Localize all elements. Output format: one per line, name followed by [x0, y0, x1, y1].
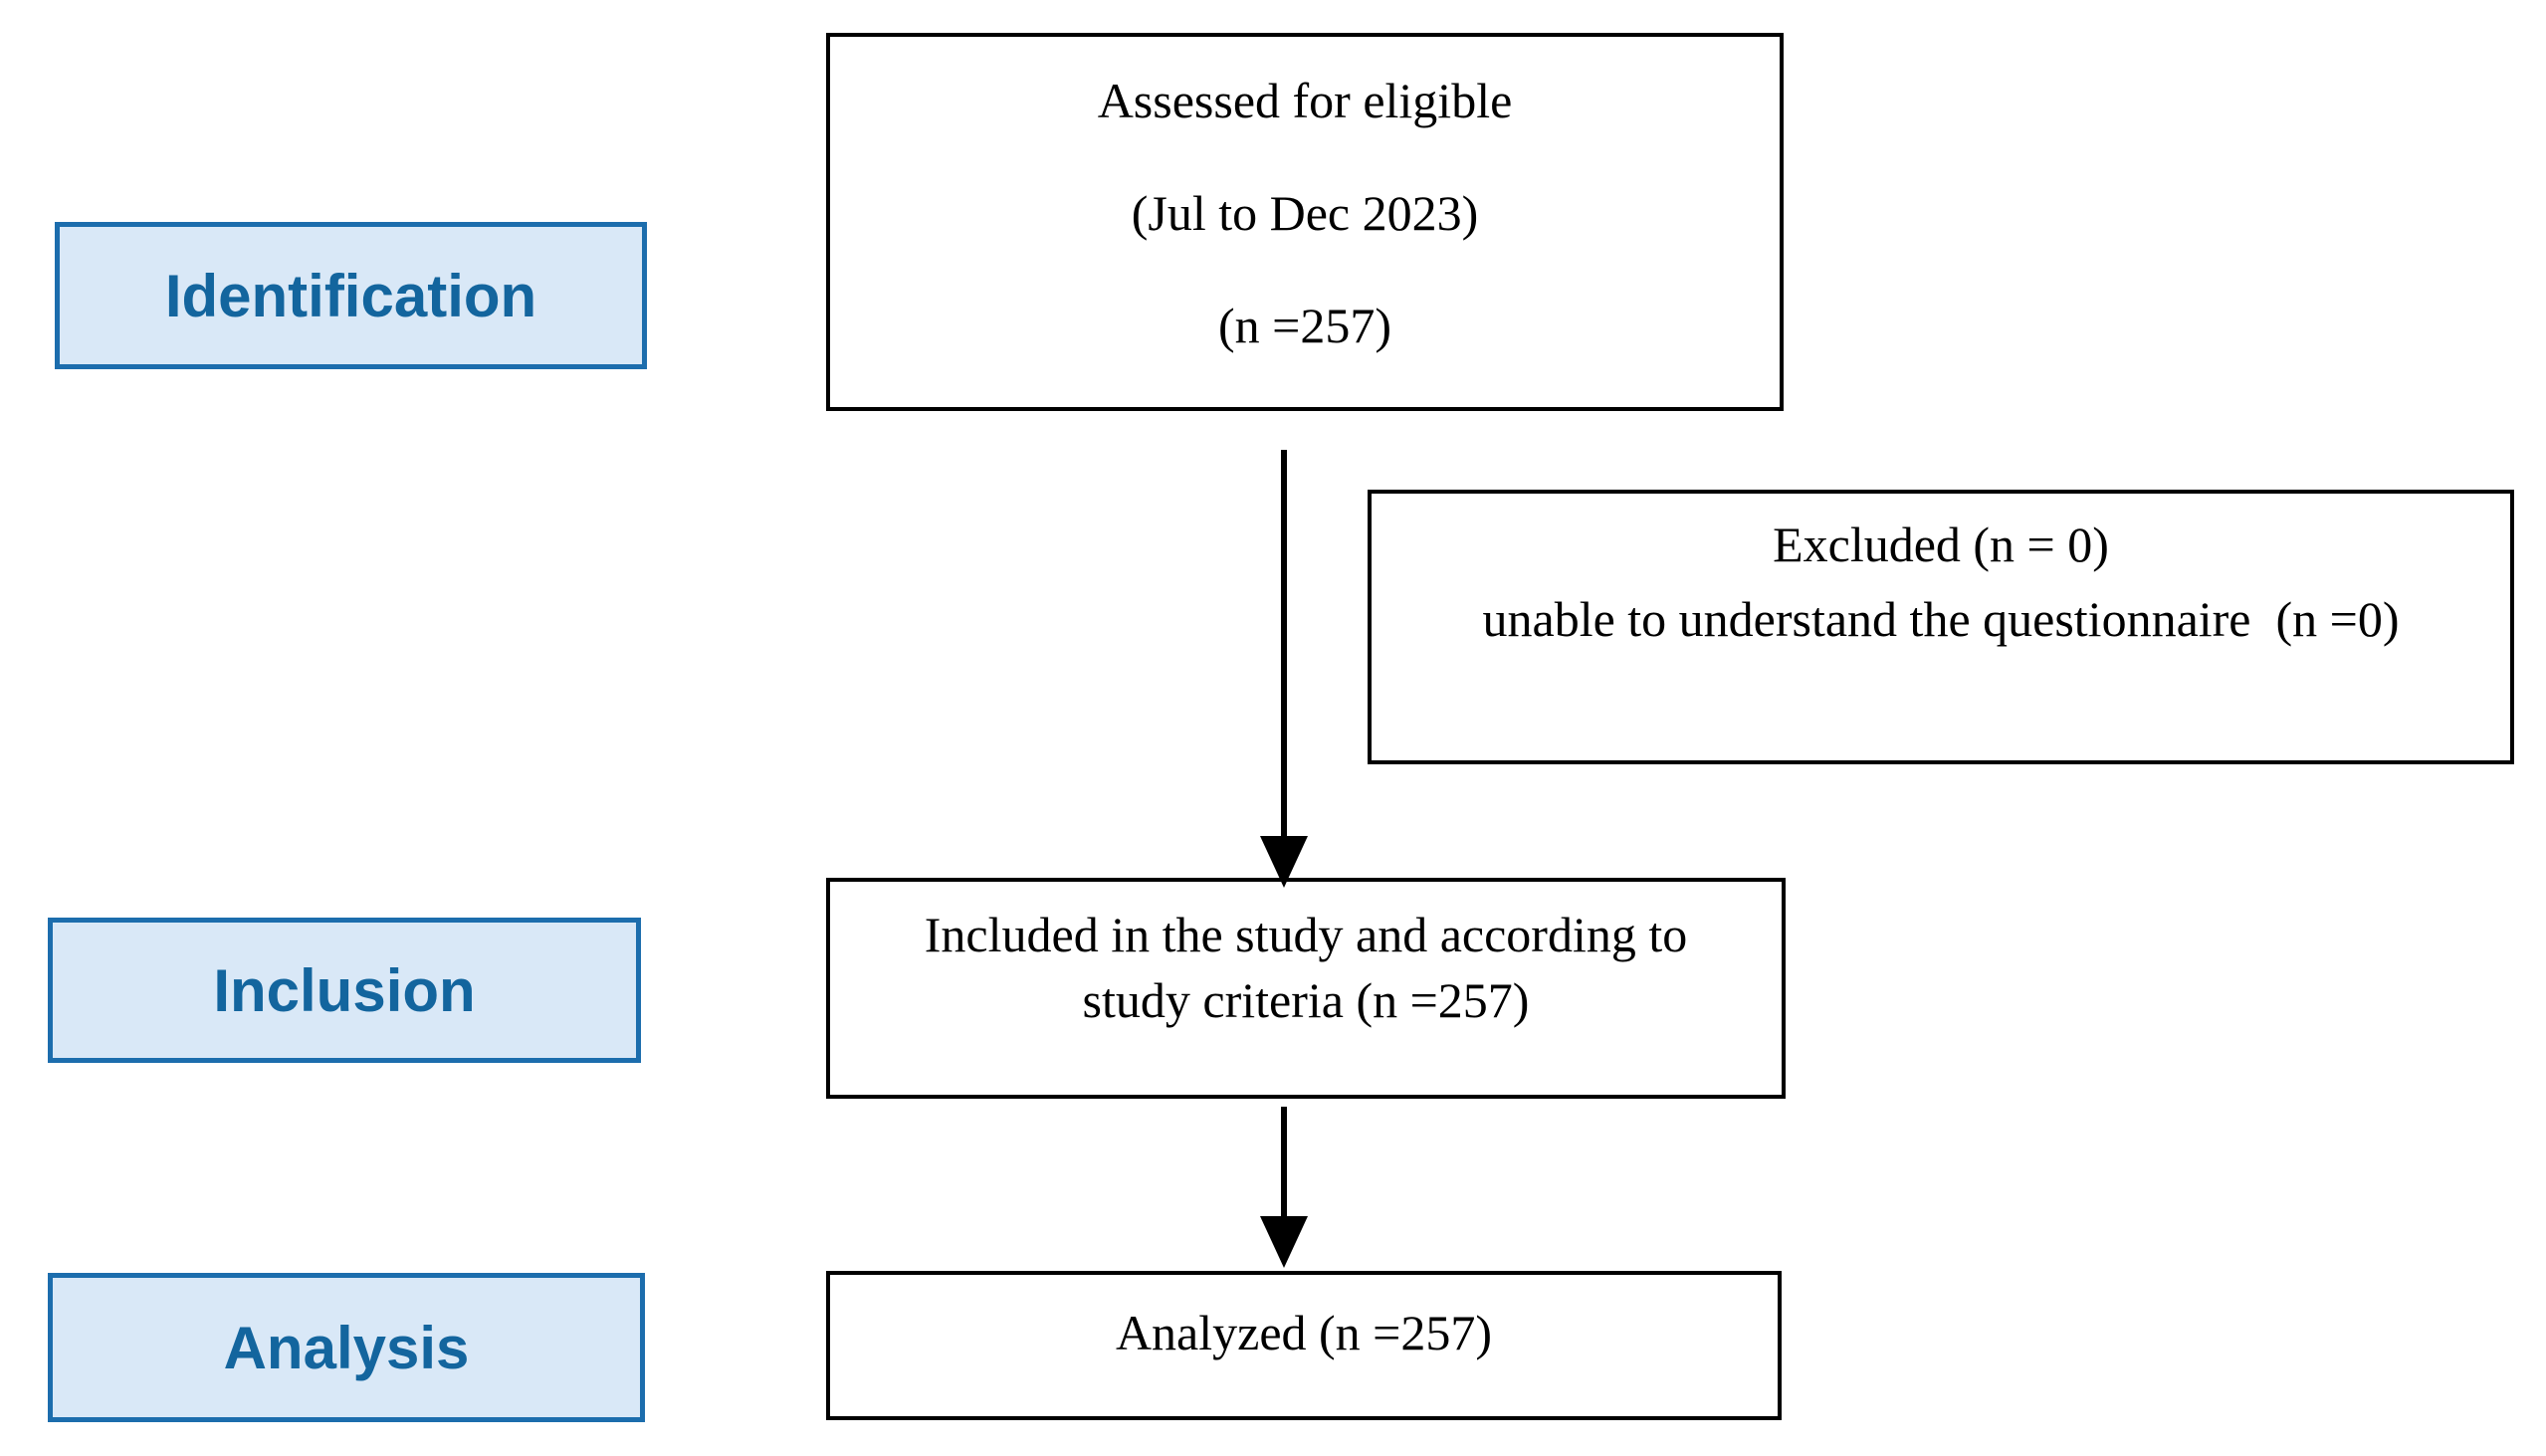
assessed-line-3: (n =257)	[1218, 298, 1391, 353]
flow-box-analyzed: Analyzed (n =257)	[826, 1271, 1782, 1420]
excluded-line-1: Excluded (n = 0)	[1773, 517, 2109, 572]
arrow-assessed-to-included-head-icon	[1260, 836, 1308, 888]
assessed-line-1: Assessed for eligible	[1097, 73, 1513, 128]
flow-box-included-in-study: Included in the study and according to s…	[826, 878, 1786, 1099]
arrow-included-to-analyzed-head-icon	[1260, 1216, 1308, 1268]
excluded-line-2: unable to understand the questionnaire (…	[1482, 591, 2400, 647]
flow-box-excluded: Excluded (n = 0) unable to understand th…	[1368, 490, 2514, 764]
stage-label-inclusion: Inclusion	[48, 918, 641, 1063]
stage-label-inclusion-text: Inclusion	[213, 956, 476, 1024]
assessed-line-2: (Jul to Dec 2023)	[1131, 185, 1479, 241]
stage-label-analysis: Analysis	[48, 1273, 645, 1422]
arrow-assessed-to-included-shaft	[1281, 450, 1287, 840]
stage-label-identification-text: Identification	[164, 262, 537, 329]
flow-box-assessed-for-eligible: Assessed for eligible (Jul to Dec 2023) …	[826, 33, 1784, 411]
arrow-included-to-analyzed-shaft	[1281, 1107, 1287, 1218]
stage-label-identification: Identification	[55, 222, 647, 369]
analyzed-line-1: Analyzed (n =257)	[1115, 1305, 1493, 1360]
included-line-1: Included in the study and according to	[924, 907, 1688, 962]
included-line-2: study criteria (n =257)	[1082, 972, 1530, 1028]
stage-label-analysis-text: Analysis	[223, 1314, 470, 1381]
